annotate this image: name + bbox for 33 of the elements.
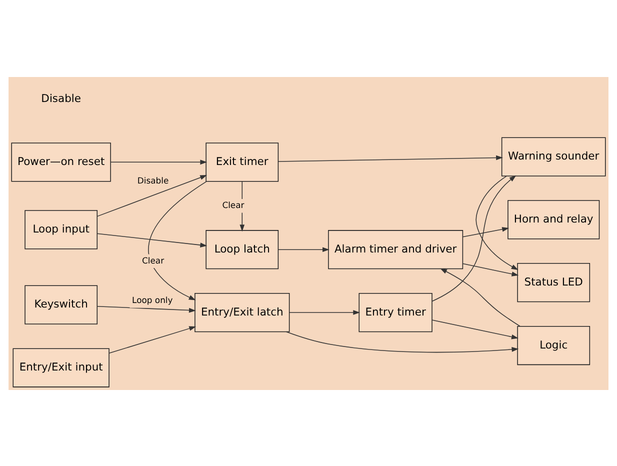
- node-box: Warning sounder: [501, 136, 606, 176]
- arrow: [462, 226, 510, 237]
- arrow: [110, 159, 208, 164]
- label: Disable: [41, 92, 82, 105]
- edge-label: Loop only: [132, 294, 173, 305]
- node-box: Loop input: [24, 210, 98, 249]
- node-box: Loop latch: [206, 230, 279, 269]
- arrow: [462, 262, 519, 276]
- node-box: Entry timer: [358, 292, 432, 332]
- node-box: Entry/Exit input: [12, 348, 110, 387]
- arrow: [432, 174, 516, 302]
- node-box: Alarm timer and driver: [328, 230, 464, 269]
- arrow: [476, 175, 518, 270]
- arrow: [148, 180, 207, 300]
- edge-label: Disable: [137, 174, 169, 185]
- node-box: Keyswitch: [24, 284, 98, 324]
- arrow: [440, 268, 520, 326]
- node-box: Status LED: [517, 262, 590, 302]
- arrow: [432, 319, 518, 339]
- node-box: Exit timer: [206, 142, 279, 182]
- arrow: [108, 326, 196, 354]
- node-box: Entry/Exit latch: [194, 292, 290, 332]
- arrow: [286, 330, 519, 352]
- edge-label: Clear: [222, 200, 244, 210]
- arrow: [289, 310, 360, 314]
- arrow: [96, 232, 208, 247]
- arrow: [278, 154, 503, 162]
- arrow: [278, 246, 330, 252]
- node-box: Horn and relay: [508, 200, 600, 239]
- node-box: Power—on reset: [11, 142, 111, 182]
- arrow: [96, 305, 196, 312]
- edge-label: Clear: [142, 254, 164, 265]
- node-box: Logic: [517, 325, 590, 365]
